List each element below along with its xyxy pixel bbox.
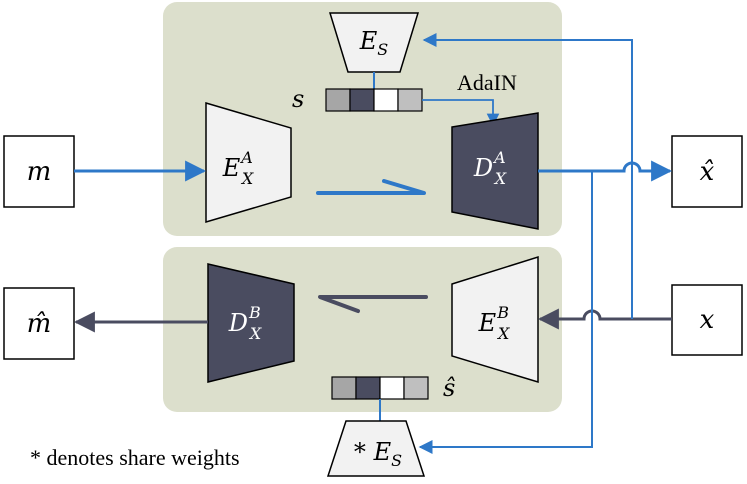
top-style-encoder-label: ES <box>359 27 389 59</box>
m-label: m <box>27 157 52 187</box>
bottom-style-code-cell <box>331 376 357 400</box>
x-hat-label: x̂ <box>700 157 715 187</box>
bottom-style-code <box>331 376 429 400</box>
top-style-code-cell <box>325 88 351 112</box>
bottom-style-code-cell <box>379 376 405 400</box>
top-decoder-sup: A <box>492 148 506 167</box>
bottom-style-code-cell <box>355 376 381 400</box>
top-style-code-cell <box>373 88 399 112</box>
top-decoder-sub: X <box>493 169 507 188</box>
bottom-style-code-label: ŝ <box>443 374 455 402</box>
adain-arrow <box>422 99 500 127</box>
m-hat-box <box>3 287 75 360</box>
xhat-to-bottom-style-encoder-arrow <box>418 171 593 454</box>
top-style-code <box>325 88 423 112</box>
bottom-encoder-base: E <box>478 309 497 337</box>
top-style-code-cell <box>349 88 375 112</box>
m-hat-label: m̂ <box>27 309 52 339</box>
bottom-style-encoder-prefix: * <box>354 438 374 466</box>
x-box <box>671 284 743 356</box>
bottom-encoder-sub: X <box>496 324 510 343</box>
bottom-decoder-sup: B <box>248 303 261 322</box>
bottom-style-encoder-base: E <box>373 438 392 466</box>
bottom-style-encoder-sub: S <box>391 451 402 470</box>
top-style-encoder-base: E <box>359 27 378 55</box>
x-hat-box <box>671 135 743 208</box>
top-decoder-shape <box>451 112 539 230</box>
bottom-style-code-cell <box>403 376 429 400</box>
adain-label: AdaIN <box>457 70 517 95</box>
m-box <box>3 135 75 208</box>
bottom-style-encoder-label: * ES <box>354 438 402 470</box>
top-style-code-label: s <box>292 85 304 113</box>
bottom-decoder-base: D <box>228 309 248 337</box>
bottom-decoder-shape <box>207 263 295 383</box>
top-style-encoder-shape <box>328 12 420 73</box>
bottom-half-arrow <box>318 295 428 313</box>
top-style-encoder-sub: S <box>377 40 388 59</box>
x-to-top-style-encoder-arrow <box>422 33 633 319</box>
footnote: * denotes share weights <box>30 445 240 470</box>
top-encoder-base: E <box>222 154 241 182</box>
top-decoder-base: D <box>473 154 493 182</box>
bottom-style-encoder-shape <box>326 420 426 477</box>
bottom-decoder-sub: X <box>248 324 262 343</box>
bottom-encoder-sup: B <box>496 303 509 322</box>
top-encoder-sup: A <box>239 148 253 167</box>
top-encoder-shape <box>205 101 292 224</box>
x-label: x <box>700 305 715 335</box>
top-encoder-sub: X <box>240 169 254 188</box>
top-style-code-cell <box>397 88 423 112</box>
bottom-encoder-shape <box>451 255 539 384</box>
top-half-arrow <box>316 179 426 195</box>
